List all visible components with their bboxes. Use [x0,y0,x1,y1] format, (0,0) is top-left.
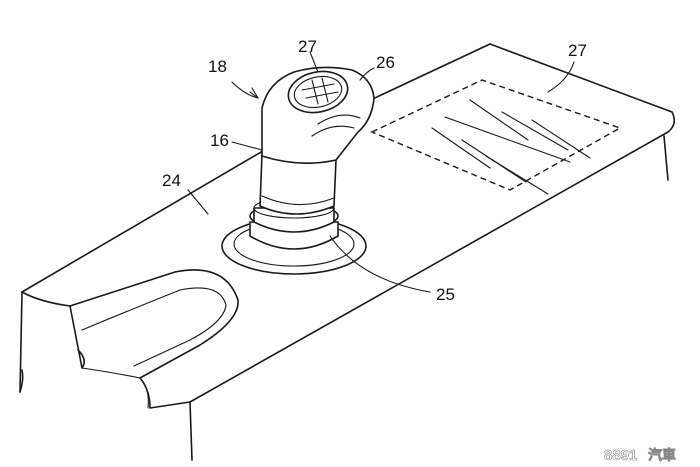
watermark: 8891 汽車 [604,447,677,465]
watermark-number: 8891 [604,447,637,464]
watermark-text: 汽車 [648,447,676,464]
shifter-base [221,197,367,275]
label-pattern-panel: 27 [568,41,587,60]
label-shaft: 16 [210,131,229,150]
label-pattern-top: 27 [298,37,317,56]
shift-pattern-panel [370,79,622,195]
leader-lines [187,51,575,293]
label-knob-top: 26 [376,53,395,72]
label-knob: 18 [208,57,227,76]
cup-recess [69,269,239,409]
label-console: 24 [162,171,181,190]
label-base: 25 [436,285,455,304]
shift-knob [261,66,375,164]
